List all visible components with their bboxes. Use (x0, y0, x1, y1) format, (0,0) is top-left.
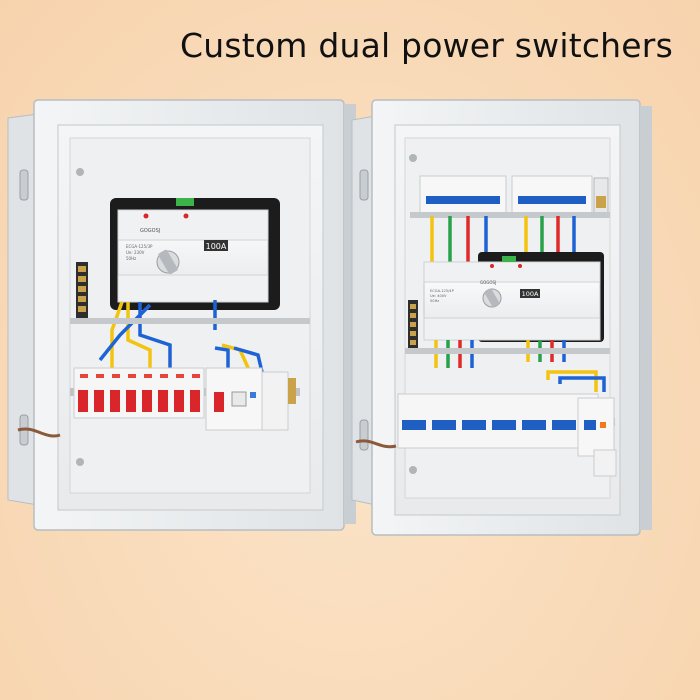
left-cabinet-mounting-plate (69, 137, 311, 494)
right-switch-green-terminal (502, 256, 516, 262)
left-switch-spec: Ue: 230V (126, 250, 145, 255)
left-breaker (94, 390, 104, 412)
right-breaker (462, 420, 486, 430)
right-din-rail-top (410, 212, 610, 218)
right-top-breakers (419, 175, 609, 217)
right-switch-top-terminals (423, 261, 601, 283)
right-breaker-row (397, 393, 617, 477)
page-title: Custom dual power switchers (180, 26, 673, 65)
left-breaker (174, 390, 184, 412)
left-breaker (142, 390, 152, 412)
left-rcd-test-button (250, 392, 256, 398)
left-terminal-screws (78, 266, 86, 312)
right-cabinet-door-hinge-bottom (359, 419, 369, 451)
left-switch-bottom-terminals (117, 274, 269, 303)
left-cabinet: 100A GOGOSJ ECGA-125/3P Ue: 230V 50Hz (7, 99, 356, 531)
left-switch-spec: 50Hz (126, 256, 136, 261)
right-cabinet-side (640, 106, 652, 530)
left-door-wire (17, 427, 61, 438)
right-rcd-test-button (600, 422, 606, 428)
left-surge-module (261, 371, 289, 431)
right-switch-brand: GOGOSJ (480, 280, 496, 285)
right-breaker (492, 420, 516, 430)
right-switch-indicator (490, 264, 494, 268)
left-switch-rating: 100A (206, 242, 227, 251)
left-cabinet-screw (76, 168, 84, 176)
right-switch-handle-lever (484, 288, 500, 308)
left-switch-brand: GOGOSJ (140, 228, 160, 234)
right-cabinet-door-hinge-top (359, 169, 369, 201)
right-terminal-screws (410, 304, 416, 345)
right-breaker (522, 420, 546, 430)
left-breaker (78, 390, 88, 412)
right-surge-module (593, 449, 617, 477)
right-cabinet-screw (409, 154, 417, 162)
left-breaker (110, 390, 120, 412)
left-switch-handle-lever (158, 249, 178, 275)
left-breaker (158, 390, 168, 412)
left-cabinet-door-hinge-top (19, 169, 29, 201)
left-switch-spec: ECGA-125/3P (126, 244, 153, 249)
left-switch-indicator (143, 213, 149, 219)
right-switch-bottom-terminals (423, 317, 601, 341)
left-switch-top-terminals (117, 209, 269, 241)
left-switch-rating-badge (204, 240, 228, 251)
right-wires-upper (430, 216, 576, 262)
right-cabinet: 100A GOGOSJ ECGA-125/4P Ue: 400V 50Hz (351, 99, 652, 536)
left-breaker (190, 390, 200, 412)
left-cabinet-screw (76, 458, 84, 466)
left-switch-green-terminal (176, 198, 194, 206)
right-breaker (552, 420, 576, 430)
right-breaker (402, 420, 426, 430)
right-breaker (432, 420, 456, 430)
left-breaker-row (73, 367, 296, 431)
right-switch-spec: 50Hz (430, 299, 439, 303)
right-switch-spec: Ue: 400V (430, 294, 447, 298)
left-breaker (126, 390, 136, 412)
left-din-rail-upper (70, 318, 310, 324)
right-switch-indicator (518, 264, 522, 268)
right-switch-spec: ECGA-125/4P (430, 289, 455, 293)
right-din-rail-mid (405, 348, 610, 354)
right-cabinet-screw (409, 466, 417, 474)
right-door-wire (355, 439, 397, 449)
right-switch-rating: 100A (522, 290, 539, 298)
right-switch-rating-badge (520, 289, 540, 298)
left-switch-indicator (183, 213, 189, 219)
